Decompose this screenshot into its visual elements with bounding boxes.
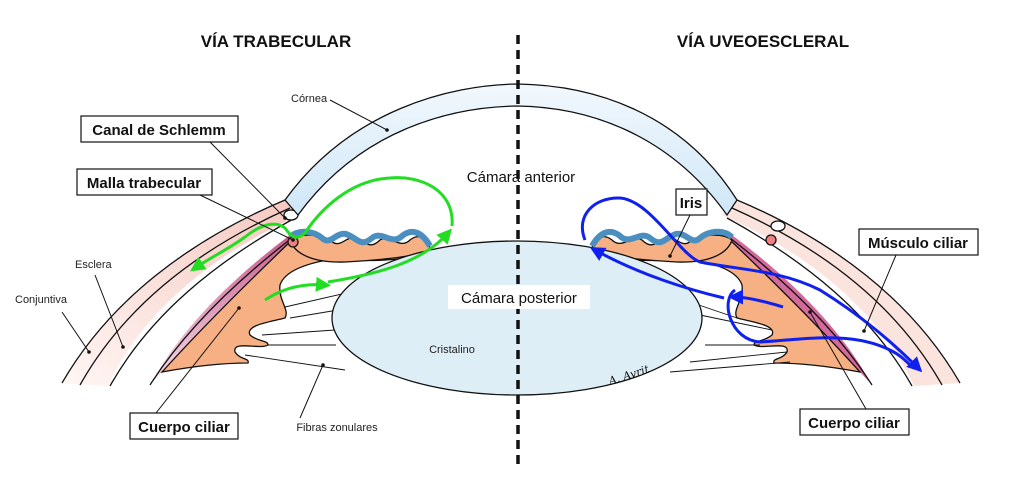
label-posterior-chamber: Cámara posterior xyxy=(461,290,577,307)
label-lens: Cristalino xyxy=(429,344,475,356)
iris-pigment-right xyxy=(589,228,735,248)
sclera-right xyxy=(722,199,961,387)
svg-text:Cuerpo ciliar: Cuerpo ciliar xyxy=(808,415,900,432)
label-conjunctiva: Conjuntiva xyxy=(15,294,68,306)
trabecular-meshwork-right xyxy=(765,234,777,246)
box-ciliary-body-left: Cuerpo ciliar xyxy=(129,412,239,440)
svg-text:Malla trabecular: Malla trabecular xyxy=(87,175,201,192)
trabecular-flow-arrow-2 xyxy=(327,228,452,284)
trabecular-flow-arrow-1 xyxy=(264,276,331,302)
iris-pigment-left xyxy=(287,228,433,248)
sclera-left xyxy=(61,199,300,387)
cornea xyxy=(284,83,738,217)
svg-text:Cuerpo ciliar: Cuerpo ciliar xyxy=(138,419,230,436)
box-ciliary-body-right: Cuerpo ciliar xyxy=(799,408,910,436)
label-sclera: Esclera xyxy=(75,259,113,271)
uveoscleral-flow-loop xyxy=(726,288,912,367)
title-uveoscleral: VÍA UVEOESCLERAL xyxy=(677,32,849,51)
trabecular-flow-arrow-3 xyxy=(190,176,454,272)
posterior-chamber-bg xyxy=(448,285,590,309)
label-anterior-chamber: Cámara anterior xyxy=(467,169,575,186)
label-cornea: Córnea xyxy=(291,93,328,105)
uveoscleral-flow-arrow-1 xyxy=(728,289,784,309)
title-trabecular: VÍA TRABECULAR xyxy=(201,32,351,51)
box-ciliary-muscle: Músculo ciliar xyxy=(858,228,979,256)
label-zonular-fibers: Fibras zonulares xyxy=(296,422,378,434)
schlemm-canal-right xyxy=(770,220,786,232)
box-trabecular-meshwork: Malla trabecular xyxy=(76,168,213,196)
box-schlemm-canal: Canal de Schlemm xyxy=(80,115,239,143)
svg-text:Iris: Iris xyxy=(680,195,703,212)
box-iris: Iris xyxy=(675,188,708,216)
svg-text:Músculo ciliar: Músculo ciliar xyxy=(868,235,968,252)
uveoscleral-flow-arrow-2 xyxy=(589,247,725,300)
uveoscleral-flow-arrow-3 xyxy=(581,196,923,373)
svg-text:Canal de Schlemm: Canal de Schlemm xyxy=(92,122,225,139)
